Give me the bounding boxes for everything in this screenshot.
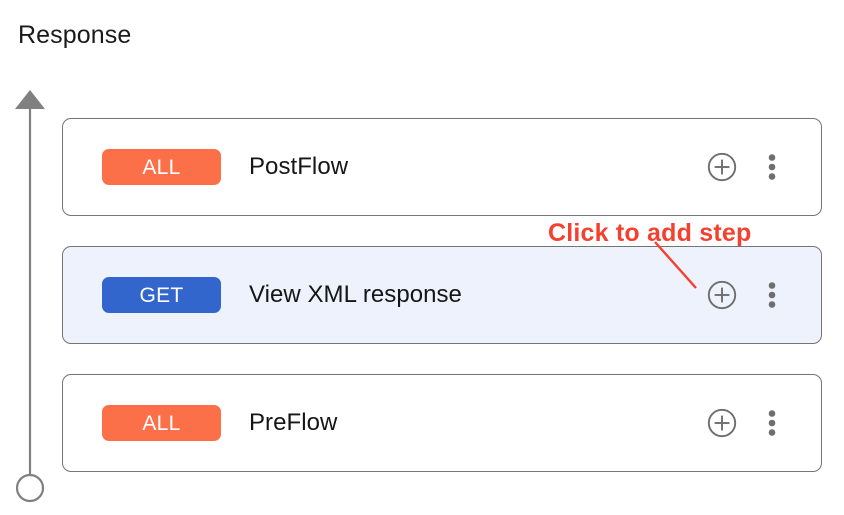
flow-row[interactable]: ALL PostFlow — [62, 118, 822, 216]
flow-row-selected[interactable]: GET View XML response — [62, 246, 822, 344]
flow-direction-axis — [0, 80, 62, 510]
row-actions — [707, 408, 785, 438]
flow-direction-axis-graphic — [15, 90, 45, 503]
plus-circle-icon[interactable] — [707, 280, 737, 310]
plus-circle-icon[interactable] — [707, 408, 737, 438]
method-badge-get: GET — [102, 277, 221, 313]
flow-row-label: PreFlow — [249, 409, 338, 436]
flow-row-label: PostFlow — [249, 153, 349, 180]
flow-row-label: View XML response — [249, 281, 462, 308]
more-vertical-icon[interactable] — [737, 152, 785, 182]
flow-row[interactable]: ALL PreFlow — [62, 374, 822, 472]
method-badge-all: ALL — [102, 405, 221, 441]
row-actions — [707, 280, 785, 310]
plus-circle-icon[interactable] — [707, 152, 737, 182]
more-vertical-icon[interactable] — [737, 280, 785, 310]
more-vertical-icon[interactable] — [737, 408, 785, 438]
method-badge-all: ALL — [102, 149, 221, 185]
annotation-label: Click to add step — [548, 219, 752, 247]
row-actions — [707, 152, 785, 182]
page-title: Response — [18, 21, 132, 49]
